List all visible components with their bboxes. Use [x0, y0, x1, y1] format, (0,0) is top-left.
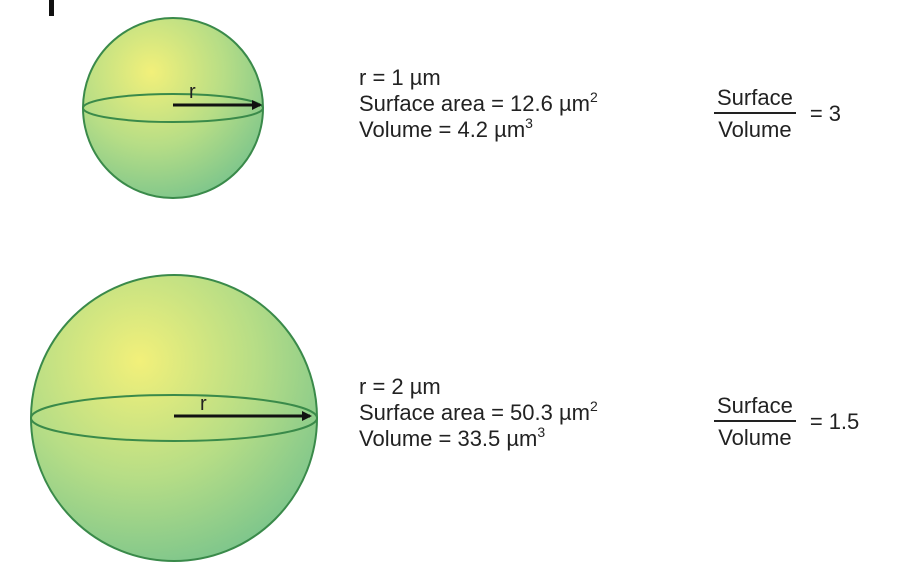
small-ratio-result: =3 [804, 101, 841, 127]
large-ratio-numerator: Surface [714, 393, 796, 422]
large-ratio-denominator: Volume [718, 425, 792, 450]
small-surface-text: Surface area = 12.6 µm [359, 91, 590, 116]
small-ratio-equals: = [809, 100, 823, 126]
small-sphere-body [82, 17, 264, 199]
small-ratio-numerator: Surface [714, 85, 796, 114]
small-volume: Volume = 4.2 µm3 [359, 115, 598, 143]
large-surface-area: Surface area = 50.3 µm2 [359, 398, 598, 426]
small-volume-text: Volume = 4.2 µm [359, 117, 526, 142]
large-radius-label: r [200, 393, 207, 415]
small-ratio-value: 3 [828, 100, 841, 126]
small-ratio: Surface Volume =3 [714, 85, 841, 142]
small-surface-exponent: 2 [589, 89, 598, 105]
large-surface-text: Surface area = 50.3 µm [359, 400, 590, 425]
large-sphere-body [30, 274, 318, 562]
corner-mark [49, 0, 54, 16]
large-volume-exponent: 3 [537, 424, 546, 440]
large-surface-exponent: 2 [589, 398, 598, 414]
small-surface-area: Surface area = 12.6 µm2 [359, 89, 598, 117]
large-ratio-fraction: Surface Volume [714, 393, 796, 450]
small-volume-exponent: 3 [525, 115, 533, 131]
large-ratio-equals: = [809, 408, 823, 434]
large-ratio-value: 1.5 [828, 408, 860, 434]
large-radius-value: r = 2 µm [359, 374, 441, 399]
small-sphere-equator [82, 93, 264, 123]
large-sphere-info: r = 2 µm Surface area = 50.3 µm2 Volume … [359, 374, 598, 452]
large-volume-text: Volume = 33.5 µm [359, 426, 538, 451]
small-sphere: r [82, 17, 264, 199]
large-ratio: Surface Volume =1.5 [714, 393, 859, 450]
large-volume: Volume = 33.5 µm3 [359, 424, 598, 452]
small-sphere-info: r = 1 µm Surface area = 12.6 µm2 Volume … [359, 65, 598, 143]
large-sphere: r [30, 274, 318, 562]
small-ratio-denominator: Volume [718, 117, 792, 142]
large-sphere-equator [30, 394, 318, 442]
small-radius-label: r [189, 81, 196, 103]
large-ratio-result: =1.5 [804, 409, 859, 435]
small-ratio-fraction: Surface Volume [714, 85, 796, 142]
small-radius-value: r = 1 µm [359, 65, 441, 90]
